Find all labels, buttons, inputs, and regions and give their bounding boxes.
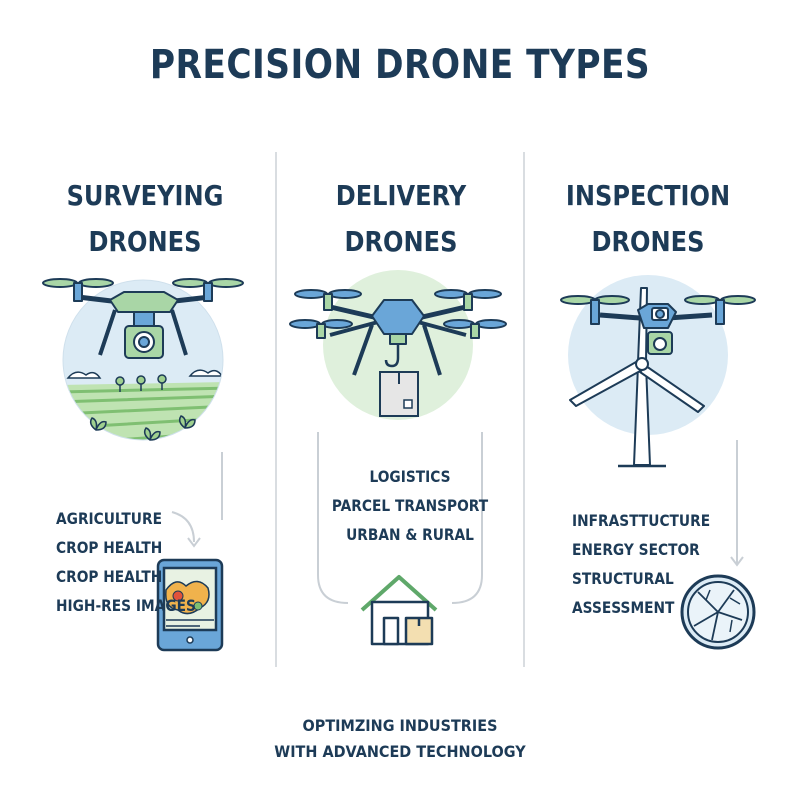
camera-icon xyxy=(124,325,164,359)
column-divider xyxy=(523,152,525,667)
parcel-box-icon xyxy=(379,371,419,417)
quadcopter-icon xyxy=(560,295,756,355)
list-item: ASSESSMENT xyxy=(572,598,675,617)
list-item: STRUCTURAL xyxy=(572,569,674,588)
connector-line xyxy=(171,452,223,548)
list-item: INFRASTTUCTURE xyxy=(572,511,711,530)
inspection-list: INFRASTTUCTURE ENERGY SECTOR STRUCTURAL … xyxy=(572,506,710,622)
list-item: PARCEL TRANSPORT xyxy=(331,496,489,515)
surveying-title-line1: SURVEYING xyxy=(66,179,224,212)
house-icon xyxy=(360,575,438,646)
list-item: ENERGY SECTOR xyxy=(572,540,700,559)
connector-line xyxy=(317,432,483,604)
list-item: CROP HEALTH xyxy=(56,567,163,586)
footer-line1: OPTIMZING INDUSTRIES xyxy=(302,716,498,735)
delivery-title-line1: DELIVERY xyxy=(335,179,467,212)
list-item: LOGISTICS xyxy=(369,467,451,486)
list-item: HIGH-RES IMAGES xyxy=(56,596,196,615)
delivery-list: LOGISTICS PARCEL TRANSPORT URBAN & RURAL xyxy=(324,462,496,549)
cracked-glass-icon xyxy=(680,574,756,650)
connector-line xyxy=(730,440,744,567)
inspection-title-line2: DRONES xyxy=(591,225,705,258)
surveying-list: AGRICULTURE CROP HEALTH CROP HEALTH HIGH… xyxy=(56,504,196,620)
quadcopter-icon xyxy=(42,278,244,356)
inspection-title-line1: INSPECTION xyxy=(565,179,731,212)
footer-line2: WITH ADVANCED TECHNOLOGY xyxy=(274,742,526,761)
page-title: PRECISION DRONE TYPES xyxy=(149,42,651,88)
tablet-map-icon xyxy=(156,558,224,652)
footer-tagline: OPTIMZING INDUSTRIES WITH ADVANCED TECHN… xyxy=(40,713,760,765)
delivery-title: DELIVERY DRONES xyxy=(298,173,504,265)
surveying-title-line2: DRONES xyxy=(88,225,202,258)
column-divider xyxy=(275,152,277,667)
surveying-title: SURVEYING DRONES xyxy=(42,173,248,265)
list-item: URBAN & RURAL xyxy=(346,525,474,544)
list-item: AGRICULTURE xyxy=(56,509,162,528)
delivery-title-line2: DRONES xyxy=(344,225,458,258)
wind-turbine-icon xyxy=(569,287,705,468)
hexacopter-icon xyxy=(289,289,507,376)
list-item: CROP HEALTH xyxy=(56,538,163,557)
inspection-title: INSPECTION DRONES xyxy=(545,173,751,265)
